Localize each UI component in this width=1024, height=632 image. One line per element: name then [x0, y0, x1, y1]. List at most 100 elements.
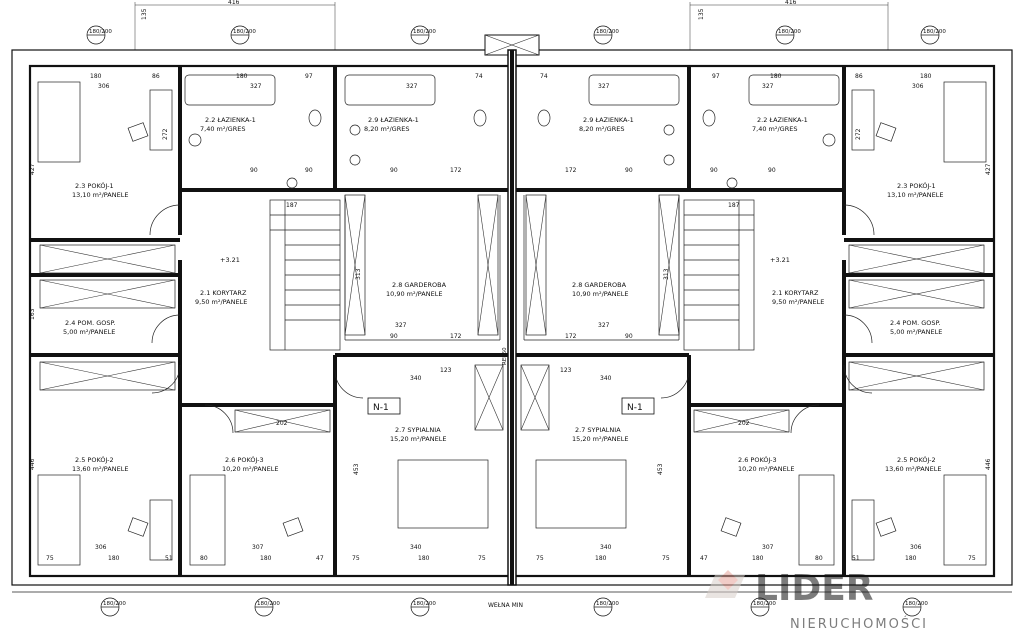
dim-label: 180: [90, 73, 102, 80]
col-tag-top-3: 180/200: [413, 29, 436, 35]
dim-label: 90: [250, 167, 258, 174]
bed-icon: [189, 474, 226, 566]
dim-label: 340: [600, 375, 612, 382]
dim-label: 327: [395, 322, 407, 329]
dim-label: 453: [353, 463, 360, 475]
desk-icon: [851, 89, 875, 151]
bed-icon: [37, 81, 81, 163]
dim-label: 90: [710, 167, 718, 174]
bathroom-fixtures: [184, 74, 840, 189]
room-2-3-right: 2.3 POKÓJ-1: [897, 181, 936, 190]
room-2-7-left-area: 15,20 m²/PANELE: [390, 435, 446, 443]
dim-label: 340: [410, 375, 422, 382]
room-2-1-left-area: 9,50 m²/PANELE: [195, 298, 247, 306]
bed-icon: [943, 81, 987, 163]
dim-label: 306: [95, 544, 107, 551]
bed-icon: [798, 474, 835, 566]
watermark: LIDER NIERUCHOMOŚCI: [705, 568, 928, 632]
dim-label: 97: [712, 73, 720, 80]
dim-label: 47: [316, 555, 324, 562]
col-tag-bottom-4: 180/200: [596, 601, 619, 607]
dim-label: 180: [595, 555, 607, 562]
top-dimensions: 416 416 135 135: [134, 0, 889, 50]
desk-icon: [149, 499, 173, 561]
dim-416-right: 416: [785, 0, 797, 6]
col-tag-bottom-3: 180/200: [413, 601, 436, 607]
sink-icon: [663, 124, 675, 136]
dim-label: 123: [440, 367, 452, 374]
dim-label: 187: [728, 202, 740, 209]
room-2-3-right-area: 13,10 m²/PANELE: [887, 191, 943, 199]
room-2-1-left: 2.1 KORYTARZ: [200, 289, 247, 297]
toilet-icon: [702, 109, 716, 127]
room-2-7-left: 2.7 SYPIALNIA: [395, 426, 441, 434]
column-tags-top: 180/200 180/200 180/200 180/200 180/200 …: [86, 25, 946, 45]
sink-icon: [188, 133, 202, 147]
room-2-2-left-area: 7,40 m²/GRES: [200, 125, 245, 133]
dim-label: 74: [475, 73, 483, 80]
dim-label: 427: [985, 163, 992, 175]
dim-416-left: 416: [228, 0, 240, 6]
room-2-8-left-area: 10,90 m²/PANELE: [386, 290, 442, 298]
dim-label: 180: [260, 555, 272, 562]
bathtub-icon: [184, 74, 276, 106]
stairs-left: [269, 199, 341, 351]
room-2-9-left-area: 8,20 m²/GRES: [364, 125, 409, 133]
watermark-brand: LIDER: [755, 568, 874, 609]
room-2-5-right-area: 13,60 m²/PANELE: [885, 465, 941, 473]
chair-icon: [127, 122, 149, 142]
dim-label: 180: [418, 555, 430, 562]
dim-label: 446: [29, 458, 36, 470]
room-2-2-right: 2.2 ŁAZIENKA-1: [757, 116, 808, 124]
dim-label: 90: [390, 333, 398, 340]
room-2-4-right-area: 5,00 m²/PANELE: [890, 328, 942, 336]
dim-label: 75: [478, 555, 486, 562]
room-2-1-right: 2.1 KORYTARZ: [772, 289, 819, 297]
dim-label: 180: [752, 555, 764, 562]
dim-label: 90: [625, 333, 633, 340]
room-2-7-right-area: 15,20 m²/PANELE: [572, 435, 628, 443]
col-tag-top-4: 180/200: [596, 29, 619, 35]
col-tag-top-1: 180/200: [89, 29, 112, 35]
dim-label: 327: [598, 322, 610, 329]
dim-label: 74: [540, 73, 548, 80]
dim-label: 172: [565, 167, 577, 174]
section-mark-right: N-1: [627, 403, 643, 413]
dim-label: 86: [152, 73, 160, 80]
dim-label: 90: [390, 167, 398, 174]
furniture: [37, 81, 987, 566]
room-2-9-right-area: 8,20 m²/GRES: [579, 125, 624, 133]
level-left: +3.21: [220, 256, 240, 264]
toilet-icon: [537, 109, 551, 127]
desk-icon: [149, 89, 173, 151]
col-tag-bottom-1: 180/200: [103, 601, 126, 607]
chair-icon: [875, 122, 897, 142]
dim-label: 327: [762, 83, 774, 90]
dim-label: 123: [560, 367, 572, 374]
dim-label: 272: [855, 128, 862, 140]
lider-logo-icon: [705, 570, 745, 598]
col-tag-top-5: 180/200: [778, 29, 801, 35]
dim-label: 340: [600, 544, 612, 551]
col-tag-bottom-2: 180/200: [257, 601, 280, 607]
chair-icon: [720, 517, 742, 537]
partitions-right: [516, 66, 994, 575]
bathtub-icon: [748, 74, 840, 106]
col-tag-bottom-5: 180/200: [753, 601, 776, 607]
bed-icon: [37, 474, 81, 566]
room-2-6-right-area: 10,20 m²/PANELE: [738, 465, 794, 473]
dim-label: 306: [912, 83, 924, 90]
room-labels-right: 2.9 ŁAZIENKA-1 8,20 m²/GRES 2.2 ŁAZIENKA…: [572, 116, 943, 473]
dim-label: 51: [852, 555, 860, 562]
col-tag-bottom-6: 180/200: [905, 601, 928, 607]
dim-label: 180: [905, 555, 917, 562]
section-mark-left: N-1: [373, 403, 389, 413]
toilet-icon: [473, 109, 487, 127]
dim-label: 313: [355, 268, 362, 280]
toilet-icon: [308, 109, 322, 127]
watermark-sub: NIERUCHOMOŚCI: [790, 616, 928, 632]
level-right: +3.21: [770, 256, 790, 264]
section-marks: N-1 N-1: [367, 397, 655, 415]
chair-icon: [127, 517, 149, 537]
